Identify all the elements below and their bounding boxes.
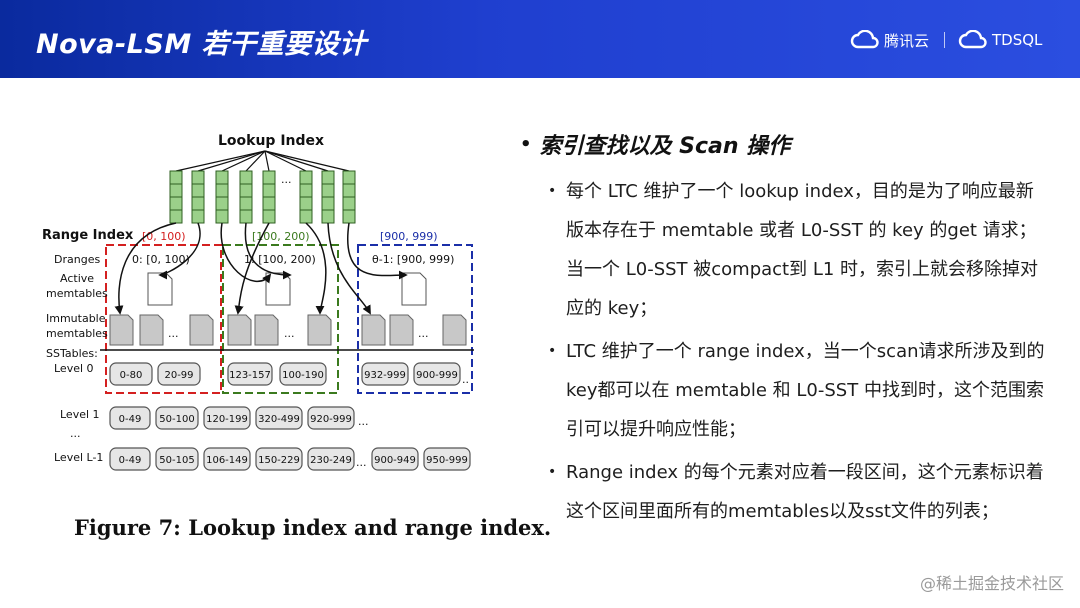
active-memtable-1 — [265, 272, 291, 306]
row-labels: Dranges Active memtables Immutable memta… — [46, 253, 108, 464]
active-memtable-2 — [401, 272, 427, 306]
label-active-2: memtables — [46, 287, 108, 300]
range-box-0 — [105, 244, 222, 394]
sub-bullet-text: Range index 的每个元素对应着一段区间，这个元素标识着这个区间里面所有… — [566, 462, 1044, 522]
levelL1-cell: 0-49 — [119, 455, 142, 466]
label-active-1: Active — [60, 272, 94, 285]
levelL1-cell: 230-249 — [310, 455, 352, 466]
level0-cell: 123-157 — [229, 370, 271, 381]
level1-cell: 120-199 — [206, 414, 248, 425]
level1-cell: 0-49 — [119, 414, 142, 425]
sub-bullet-list: • 每个 LTC 维护了一个 lookup index，目的是为了响应最新版本存… — [520, 172, 1050, 531]
tencent-cloud-label: 腾讯云 — [884, 31, 930, 50]
range-header-1: [100, 200) — [252, 230, 310, 243]
range-box-2 — [357, 244, 473, 394]
level1-cell: 920-999 — [310, 414, 352, 425]
lookup-index-title: Lookup Index — [218, 133, 324, 149]
immutable-ellipsis-2: ... — [418, 327, 429, 340]
bullet-dot-icon: • — [548, 343, 557, 359]
lookup-arrows — [114, 222, 408, 315]
immutable-ellipsis-1: ... — [284, 327, 295, 340]
label-level-ellipsis: ... — [70, 427, 81, 440]
level1-row: 0-49 50-100 120-199 320-499 920-999 ... — [109, 406, 369, 430]
tdsql-label: TDSQL — [992, 31, 1043, 49]
levelL1-row: 0-49 50-105 106-149 150-229 230-249 900-… — [109, 447, 471, 471]
label-dranges: Dranges — [54, 253, 100, 266]
drange-1: 1: [100, 200) — [244, 253, 316, 266]
active-memtable-0 — [147, 272, 173, 306]
cloud-logo-icon — [850, 30, 879, 49]
watermark: @稀土掘金技术社区 — [919, 574, 1064, 593]
sub-bullet-item: • LTC 维护了一个 range index，当一个scan请求所涉及到的ke… — [520, 332, 1050, 449]
label-sstables-2: Level 0 — [54, 362, 94, 375]
level0-cell: 900-999 — [416, 370, 458, 381]
figure-caption: Figure 7: Lookup index and range index. — [74, 515, 552, 540]
range-header-2: [900, 999) — [380, 230, 438, 243]
brand-divider — [944, 32, 945, 48]
levelL1-ellipsis: ... — [356, 456, 367, 469]
lookup-fan-lines — [175, 150, 350, 172]
active-memtables — [147, 272, 427, 306]
label-level1: Level 1 — [60, 408, 100, 421]
lookup-ellipsis: ... — [281, 173, 292, 186]
bullet-dot-icon: • — [548, 183, 557, 199]
immutable-memtables — [109, 314, 467, 346]
level1-cell: 50-100 — [159, 414, 194, 425]
level0-ellipsis: .. — [462, 373, 469, 386]
tdsql-brand: TDSQL — [958, 28, 1042, 52]
level0-cell: 0-80 — [120, 370, 143, 381]
label-immutable-2: memtables — [46, 327, 108, 340]
label-sstables-1: SSTables: — [46, 347, 98, 360]
levelL1-cell: 900-949 — [374, 455, 416, 466]
sub-bullet-text: 每个 LTC 维护了一个 lookup index，目的是为了响应最新版本存在于… — [566, 181, 1039, 319]
sub-bullet-item: • Range index 的每个元素对应着一段区间，这个元素标识着这个区间里面… — [520, 453, 1050, 531]
drange-0: 0: [0, 100) — [132, 253, 190, 266]
cloud-logo-icon — [958, 30, 987, 49]
levelL1-cell: 106-149 — [206, 455, 248, 466]
label-levelL1: Level L-1 — [54, 451, 103, 464]
range-index-label: Range Index — [42, 228, 134, 243]
level1-cell: 320-499 — [258, 414, 300, 425]
bullet-dot-icon: • — [548, 464, 557, 480]
level0-cell: 932-999 — [364, 370, 406, 381]
label-immutable-1: Immutable — [46, 312, 106, 325]
slide-header: Nova-LSM 若干重要设计 腾讯云 TDSQL — [0, 0, 1080, 78]
range-header-0: [0, 100) — [142, 230, 186, 243]
explanation-panel: • 索引查找以及 Scan 操作 • 每个 LTC 维护了一个 lookup i… — [520, 128, 1050, 535]
tencent-cloud-brand: 腾讯云 — [850, 28, 929, 52]
level1-ellipsis: ... — [358, 415, 369, 428]
drange-2: θ-1: [900, 999) — [372, 253, 454, 266]
diagram-svg: Lookup Index — [42, 133, 474, 471]
sub-bullet-text: LTC 维护了一个 range index，当一个scan请求所涉及到的key都… — [566, 341, 1045, 440]
levelL1-cell: 950-999 — [426, 455, 468, 466]
level0-cell: 20-99 — [164, 370, 193, 381]
main-bullet-text: 索引查找以及 Scan 操作 — [539, 134, 791, 159]
levelL1-cell: 50-105 — [159, 455, 194, 466]
lookup-index-columns: ... — [169, 170, 356, 224]
levelL1-cell: 150-229 — [258, 455, 300, 466]
level0-row: 0-80 20-99 123-157 100-190 932-999 900-9… — [109, 362, 469, 386]
sub-bullet-item: • 每个 LTC 维护了一个 lookup index，目的是为了响应最新版本存… — [520, 172, 1050, 328]
range-box-1 — [222, 244, 339, 394]
main-bullet: • 索引查找以及 Scan 操作 — [520, 128, 1050, 160]
level0-cell: 100-190 — [282, 370, 324, 381]
slide-title: Nova-LSM 若干重要设计 — [36, 29, 367, 60]
lookup-range-index-diagram: Lookup Index — [40, 125, 480, 555]
immutable-ellipsis-0: ... — [168, 327, 179, 340]
bullet-dot-icon: • — [520, 133, 532, 155]
